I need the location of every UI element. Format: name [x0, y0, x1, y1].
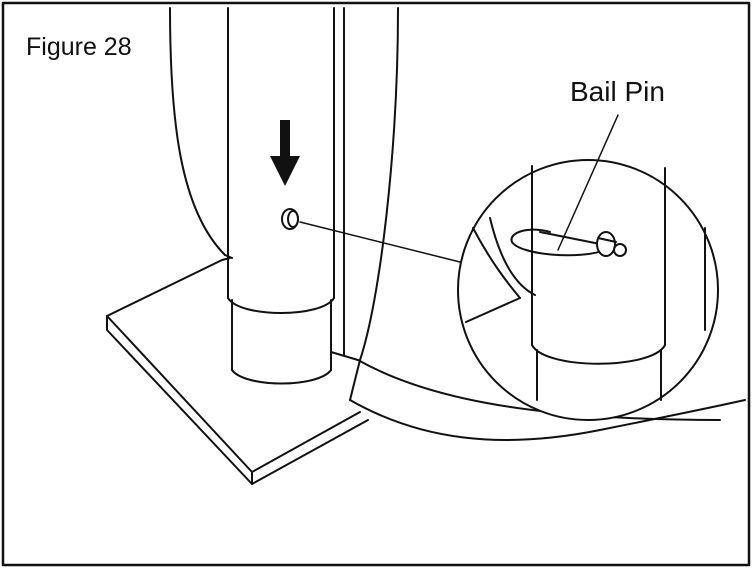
label-leader-line: [558, 115, 618, 250]
detail-leader-line: [300, 222, 460, 262]
pin-hole: [282, 209, 298, 229]
bail-pin-icon: [512, 230, 626, 256]
figure-title: Figure 28: [26, 33, 132, 61]
vertical-post: [228, 8, 358, 384]
detail-magnifier: [458, 115, 718, 420]
rear-column: [170, 8, 398, 360]
bail-pin-label: Bail Pin: [570, 76, 665, 107]
figure-frame: [3, 3, 749, 565]
down-arrow-icon: [270, 120, 300, 186]
foreground-housing: [350, 360, 745, 440]
